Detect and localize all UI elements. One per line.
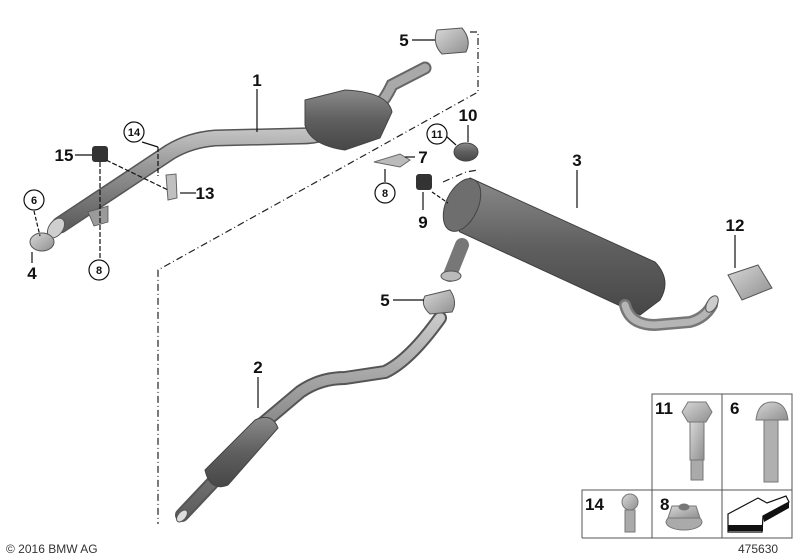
callout-8-right: 8	[382, 188, 388, 200]
callout-8-left: 8	[96, 265, 102, 277]
detail-label-6: 6	[730, 399, 739, 418]
carriage-bolt-6	[755, 401, 789, 483]
callout-10: 10	[459, 106, 478, 125]
leader-lines	[31, 39, 736, 408]
callout-5-top: 5	[399, 31, 408, 50]
bracket-part-7	[373, 153, 411, 168]
flange-nut-8	[665, 503, 703, 531]
clamp-part-5-bottom	[422, 289, 456, 315]
callout-2: 2	[253, 358, 262, 377]
rubber-mount-part-15	[92, 146, 108, 162]
callout-7: 7	[418, 148, 427, 167]
diagram-number: 475630	[738, 542, 778, 556]
callout-4: 4	[27, 264, 37, 283]
flange-bolt-14	[621, 493, 639, 533]
copyright-text: © 2016 BMW AG	[6, 542, 98, 556]
callout-13: 13	[196, 184, 215, 203]
callout-12: 12	[726, 216, 745, 235]
damper-part-10	[453, 142, 479, 162]
callout-6: 6	[31, 195, 37, 207]
detail-label-14: 14	[585, 495, 604, 514]
callout-11: 11	[431, 129, 443, 141]
callout-15: 15	[55, 146, 74, 165]
group-boundary-dashed	[157, 31, 479, 524]
rubber-mount-part-9	[416, 174, 432, 190]
callout-5-bottom: 5	[380, 291, 389, 310]
rear-muffler-part-3	[440, 177, 719, 332]
fastener-detail-box	[581, 393, 793, 539]
hex-bolt-11	[681, 401, 713, 481]
rear-pipe-part-2	[175, 311, 447, 523]
detail-label-8: 8	[660, 495, 669, 514]
callout-3: 3	[572, 151, 581, 170]
circled-callouts	[23, 121, 448, 281]
clamp-part-4	[29, 232, 55, 252]
bracket-part-13	[165, 173, 178, 201]
detail-label-11: 11	[655, 399, 673, 418]
front-pipe-part-1	[46, 61, 432, 239]
direction-arrow-icon	[727, 495, 790, 533]
callout-14: 14	[128, 127, 141, 139]
tailpipe-trim-part-12	[727, 264, 773, 301]
clamp-part-5-top	[434, 27, 469, 55]
callout-9: 9	[418, 213, 427, 232]
callout-1: 1	[252, 71, 261, 90]
